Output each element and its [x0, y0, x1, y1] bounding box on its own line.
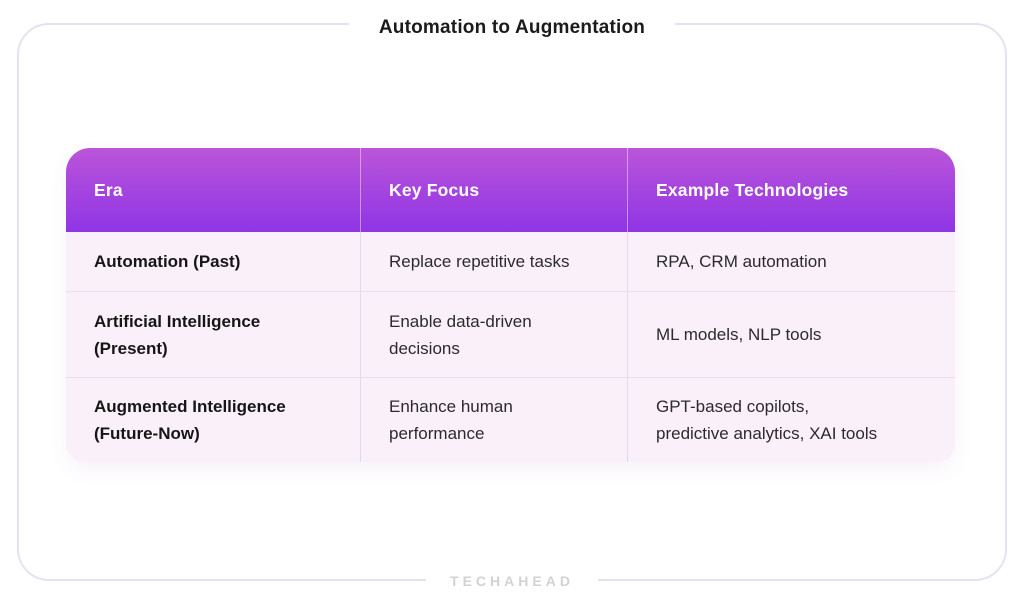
cell-key-focus: Enhance human performance	[360, 378, 627, 462]
table-header-row: Era Key Focus Example Technologies	[66, 148, 955, 232]
cell-era: Automation (Past)	[94, 252, 241, 271]
table-row-artificial-intelligence-present: Artificial Intelligence (Present) Enable…	[66, 291, 955, 377]
page-title-container: Automation to Augmentation	[0, 13, 1024, 43]
cell-key-focus: Enable data-driven decisions	[360, 292, 627, 377]
table-row-automation-past: Automation (Past) Replace repetitive tas…	[66, 232, 955, 291]
column-header-example-technologies: Example Technologies	[627, 148, 955, 232]
cell-example-technologies: ML models, NLP tools	[627, 292, 955, 377]
cell-era: Artificial Intelligence (Present)	[94, 311, 261, 358]
column-header-era: Era	[94, 179, 123, 200]
cell-example-technologies: RPA, CRM automation	[627, 232, 955, 291]
cell-key-focus: Replace repetitive tasks	[360, 232, 627, 291]
column-header-key-focus: Key Focus	[360, 148, 627, 232]
comparison-table: Era Key Focus Example Technologies Autom…	[66, 148, 955, 462]
cell-example-technologies: GPT-based copilots, predictive analytics…	[627, 378, 955, 462]
table-row-augmented-intelligence-future-now: Augmented Intelligence (Future-Now) Enha…	[66, 377, 955, 462]
cell-era: Augmented Intelligence (Future-Now)	[94, 397, 286, 443]
brand-watermark: TECHAHEAD	[426, 570, 598, 592]
page-title: Automation to Augmentation	[348, 13, 676, 43]
brand-watermark-container: TECHAHEAD	[0, 570, 1024, 592]
